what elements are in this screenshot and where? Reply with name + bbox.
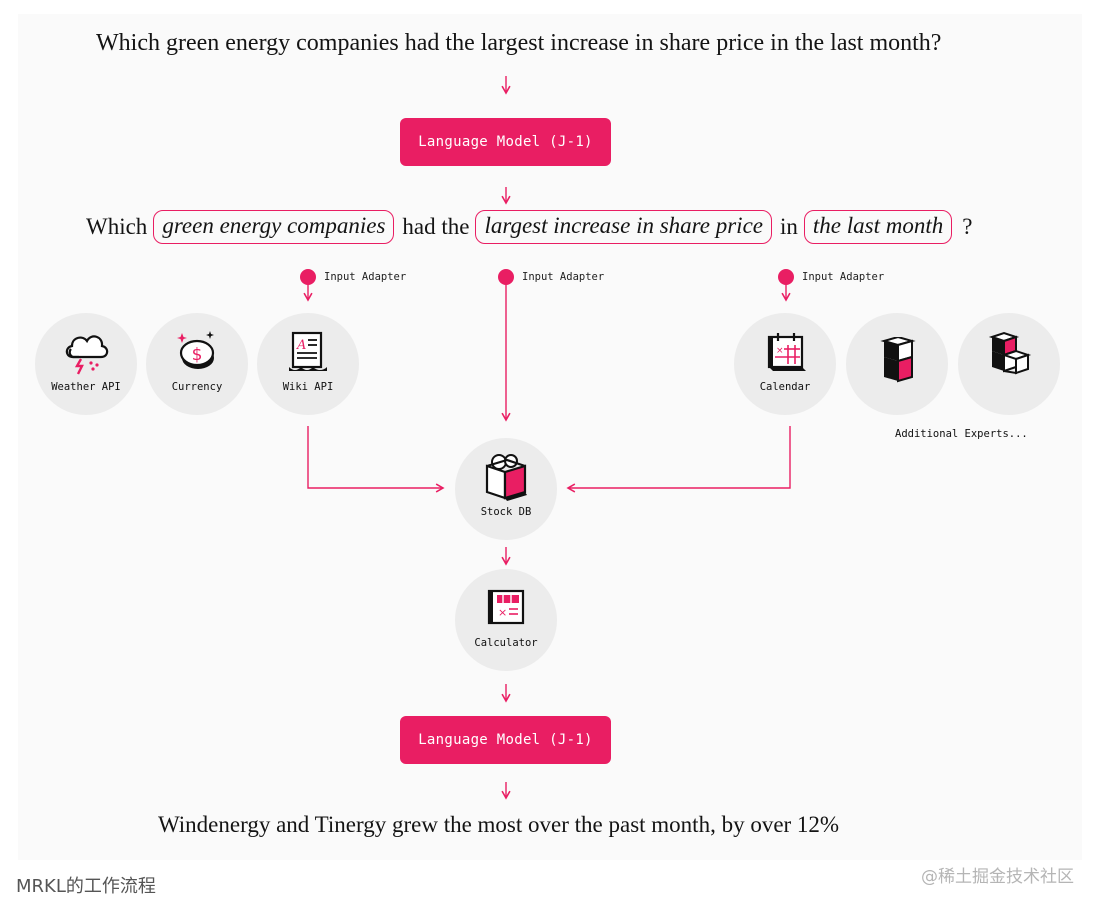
adapter-dot-left: [300, 269, 316, 285]
expert-additional-2: [958, 313, 1060, 415]
adapter-dot-right: [778, 269, 794, 285]
answer-text: Windenergy and Tinergy grew the most ove…: [158, 812, 840, 837]
calendar-to-stock-line: [566, 426, 791, 493]
input-adapter-label-right: Input Adapter: [802, 271, 885, 283]
question-text: Which green energy companies had the lar…: [96, 30, 942, 56]
expert-calculator: × Calculator: [455, 569, 557, 671]
language-model-box-bottom: Language Model (J-1): [400, 716, 611, 764]
query-chip-timeframe: the last month: [803, 210, 953, 244]
svg-text:A: A: [296, 338, 306, 353]
query-word-in: in: [780, 214, 798, 239]
calendar-label: Calendar: [759, 381, 811, 393]
input-adapter-label-left: Input Adapter: [324, 271, 407, 283]
svg-text:×: ×: [498, 606, 507, 619]
stacked-cubes-icon: [988, 331, 1032, 375]
currency-label: Currency: [171, 381, 223, 393]
additional-experts-label: Additional Experts...: [895, 428, 1028, 440]
expert-calendar: × Calendar: [734, 313, 836, 415]
svg-text:×: ×: [776, 346, 784, 356]
coin-icon: $: [177, 331, 215, 369]
svg-text:$: $: [192, 345, 203, 365]
expert-stock-db: Stock DB: [455, 438, 557, 540]
query-question-mark: ?: [962, 214, 973, 239]
wiki-to-stock-line: [307, 426, 445, 493]
calendar-icon: ×: [767, 333, 806, 371]
expert-additional-1: [846, 313, 948, 415]
query-word-which: Which: [86, 214, 148, 239]
expert-currency: $ Currency: [146, 313, 248, 415]
box-icon: [485, 454, 527, 501]
parsed-query: Which green energy companies had the lar…: [86, 208, 972, 246]
weather-api-label: Weather API: [51, 381, 121, 393]
figure-caption: MRKL的工作流程: [16, 876, 156, 897]
query-word-had-the: had the: [402, 214, 470, 239]
query-chip-metric: largest increase in share price: [475, 210, 772, 244]
expert-weather-api: Weather API: [35, 313, 137, 415]
adapter-dot-mid: [498, 269, 514, 285]
stock-db-label: Stock DB: [480, 506, 532, 518]
storm-cloud-icon: [65, 335, 109, 375]
watermark-text: @稀土掘金技术社区: [921, 867, 1074, 887]
expert-wiki-api: A Wiki API: [257, 313, 359, 415]
language-model-box-top: Language Model (J-1): [400, 118, 611, 166]
input-adapter-label-mid: Input Adapter: [522, 271, 605, 283]
stacked-cubes-icon: [880, 337, 916, 383]
wiki-api-label: Wiki API: [282, 381, 334, 393]
query-chip-entities: green energy companies: [153, 210, 395, 244]
calculator-icon: ×: [487, 589, 525, 625]
calculator-label: Calculator: [474, 637, 538, 649]
document-icon: A: [289, 331, 327, 371]
